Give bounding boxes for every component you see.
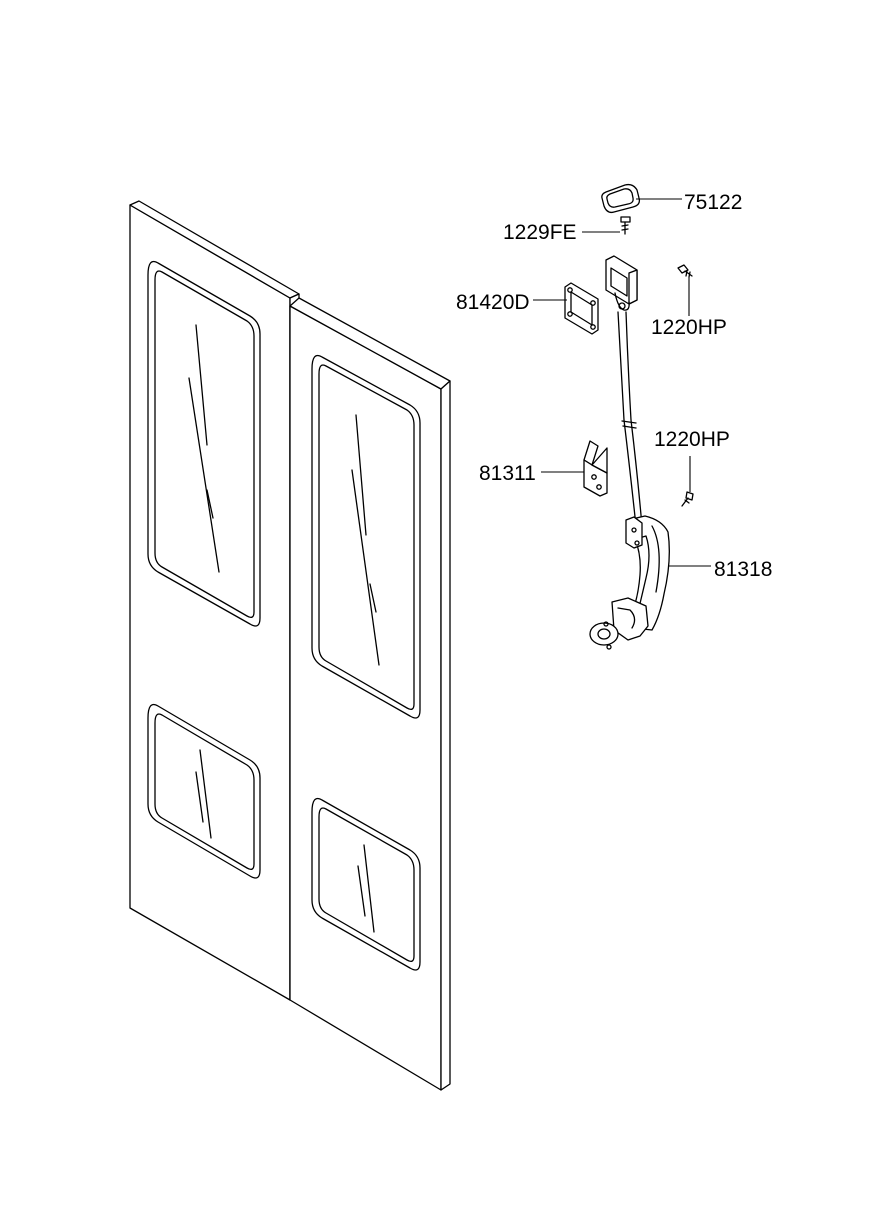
part-label-1229fe: 1229FE (503, 221, 577, 244)
right-door-panel (289, 297, 451, 1091)
right-door-lower-window (311, 797, 421, 971)
leader-lines (533, 198, 711, 567)
gasket-81420d (564, 282, 599, 335)
part-label-81318: 81318 (714, 558, 772, 581)
bolt-1220hp-lower (681, 491, 694, 507)
left-door-panel (129, 200, 300, 1001)
actuating-rod (617, 311, 643, 527)
part-label-1220hp-upper: 1220HP (651, 316, 727, 339)
bracket-81311 (583, 440, 608, 497)
right-door-upper-window (311, 354, 421, 719)
part-labels: 75122 1229FE 81420D 1220HP 1220HP 81311 … (456, 191, 772, 581)
upper-handle-housing (605, 255, 638, 311)
handle-cover-part (601, 183, 641, 214)
part-label-81311: 81311 (479, 462, 536, 485)
part-label-81420d: 81420D (456, 291, 530, 314)
part-label-75122: 75122 (684, 191, 742, 214)
screw-1229fe (620, 216, 631, 235)
bolt-1220hp-upper (677, 264, 693, 278)
left-door-lower-window (147, 703, 261, 879)
inside-handle-81318 (589, 515, 670, 650)
left-door-upper-window (147, 260, 261, 627)
part-label-1220hp-lower: 1220HP (654, 428, 730, 451)
